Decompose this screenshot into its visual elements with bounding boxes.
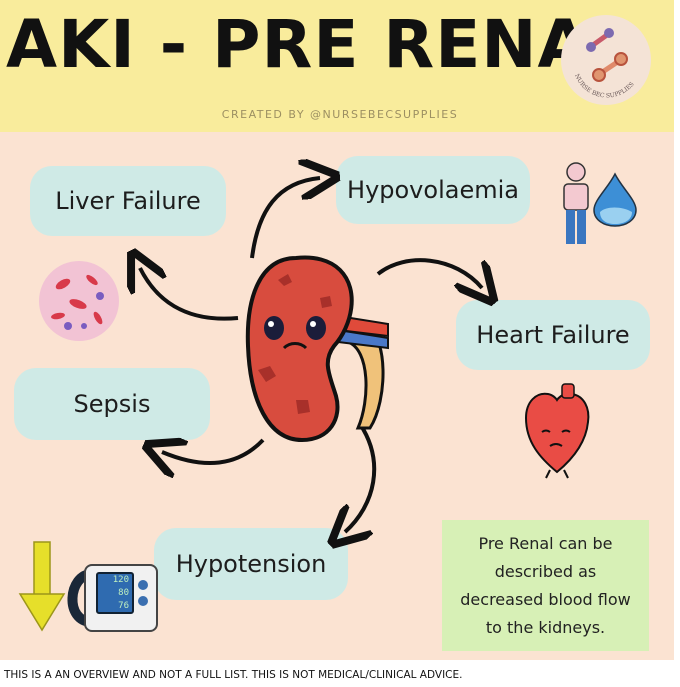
- definition-note: Pre Renal can be described as decreased …: [442, 520, 649, 651]
- arrows: [0, 0, 674, 660]
- infographic: AKI - PRE RENAL CREATED BY @NURSEBECSUPP…: [0, 0, 674, 660]
- arrow-to-heart-failure: [376, 258, 482, 288]
- bp-diastolic: 80: [118, 588, 129, 598]
- bp-pulse: 76: [118, 601, 129, 611]
- sad-heart-icon: [524, 383, 590, 479]
- logo-text: NURSE BEC SUPPLIES: [573, 73, 636, 100]
- bp-systolic: 120: [112, 575, 129, 585]
- bp-button: [138, 596, 148, 606]
- cause-hypotension: Hypotension: [154, 528, 348, 600]
- arrow-to-hypotension: [345, 422, 377, 532]
- page-title: AKI - PRE RENAL: [6, 6, 633, 83]
- credit-line: CREATED BY @NURSEBECSUPPLIES: [221, 108, 459, 121]
- cause-label: Heart Failure: [476, 321, 630, 349]
- cause-label: Liver Failure: [55, 187, 201, 215]
- bp-monitor-body: 120 80 76: [84, 564, 158, 632]
- cause-heart-failure: Heart Failure: [456, 300, 650, 370]
- kidney-illustration: [245, 255, 389, 443]
- cause-label: Hypovolaemia: [347, 176, 519, 204]
- cause-hypovolaemia: Hypovolaemia: [336, 156, 530, 224]
- bacteria-icon: [39, 261, 119, 341]
- cause-label: Hypotension: [175, 550, 327, 578]
- disclaimer: THIS IS A AN OVERVIEW AND NOT A FULL LIS…: [4, 669, 463, 681]
- cause-liver-failure: Liver Failure: [30, 166, 226, 236]
- water-drop-icon: [593, 172, 637, 227]
- arrow-to-hypovolaemia: [250, 178, 320, 259]
- logo: NURSE BEC SUPPLIES: [561, 15, 651, 105]
- person-icon: [563, 162, 589, 244]
- bp-button: [138, 580, 148, 590]
- arrow-to-liver-failure: [140, 268, 239, 321]
- cause-sepsis: Sepsis: [14, 368, 210, 440]
- dumbbell-icon: [586, 28, 628, 82]
- cause-label: Sepsis: [73, 390, 151, 418]
- down-arrow-icon: [18, 541, 66, 632]
- bp-screen: 120 80 76: [96, 572, 134, 614]
- definition-text: Pre Renal can be described as decreased …: [460, 533, 631, 637]
- arrow-to-sepsis: [162, 440, 265, 463]
- bp-monitor: 120 80 76: [62, 564, 158, 632]
- header-banner: AKI - PRE RENAL CREATED BY @NURSEBECSUPP…: [0, 0, 674, 132]
